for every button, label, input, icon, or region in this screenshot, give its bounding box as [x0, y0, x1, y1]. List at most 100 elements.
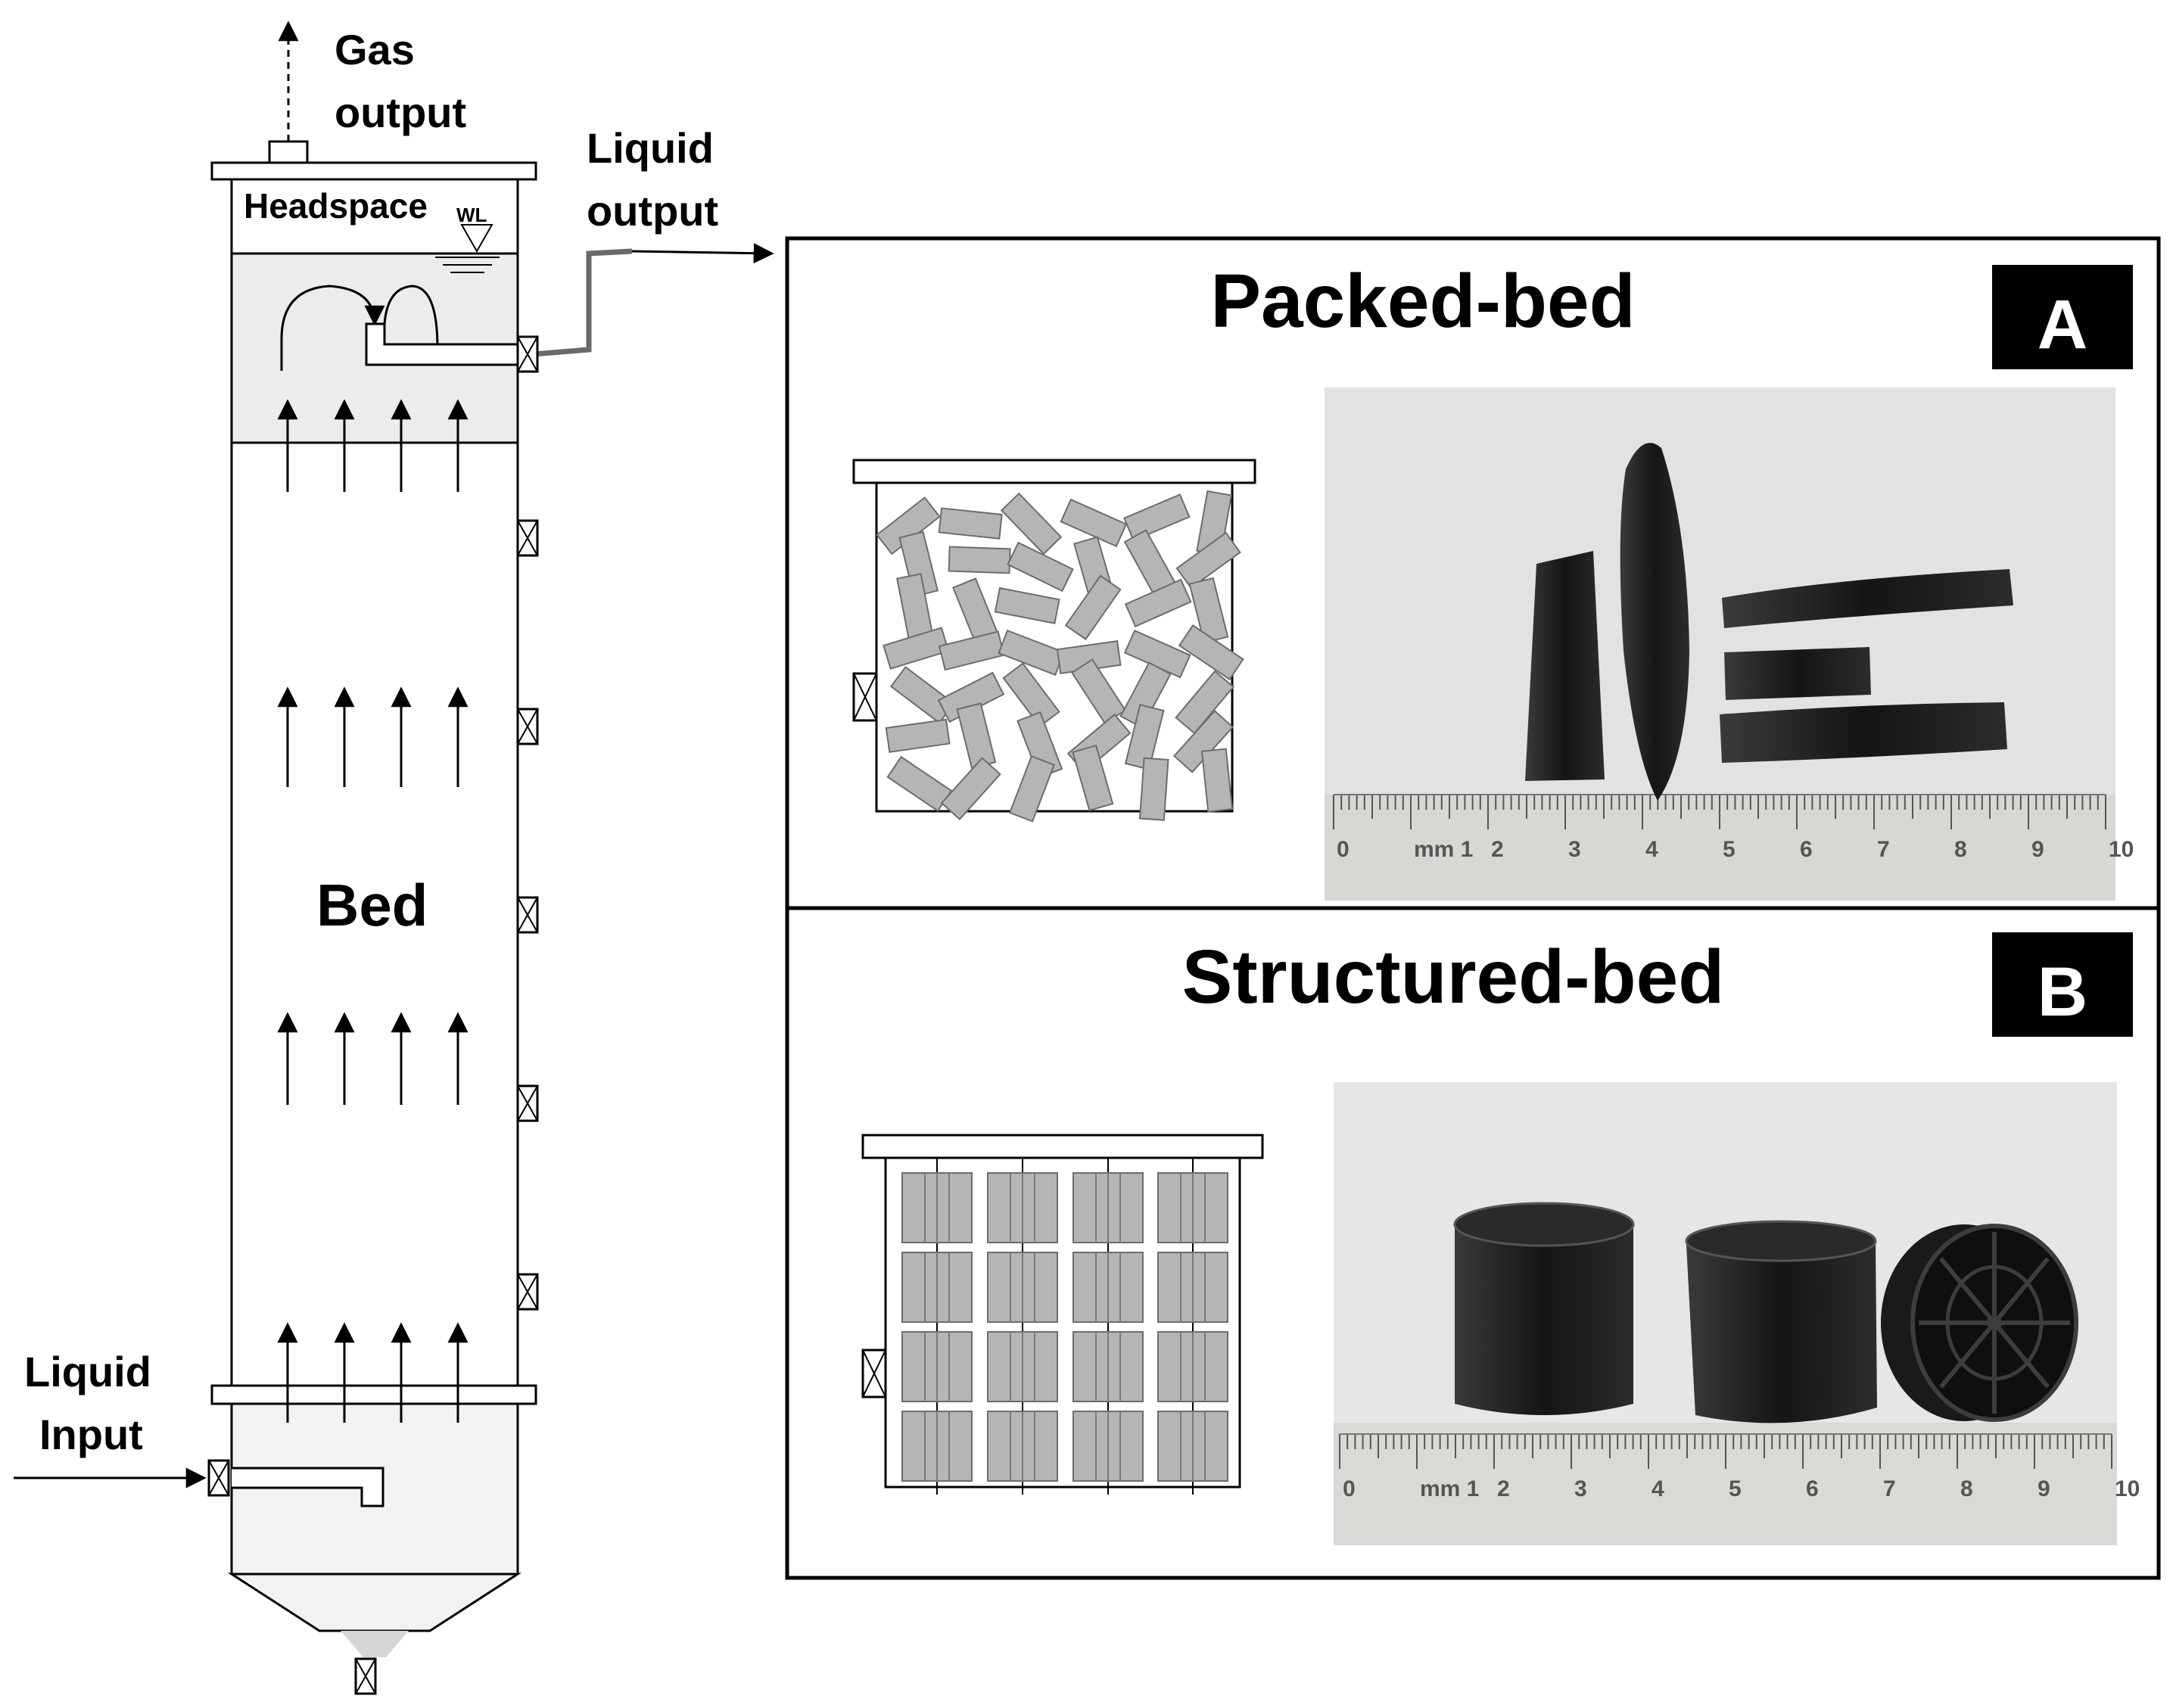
carrier-spokes — [1919, 1232, 2070, 1414]
ruler-label: 5 — [1723, 837, 1736, 862]
packing-piece — [1119, 661, 1172, 729]
liquid-input-label-1: Liquid — [24, 1348, 151, 1395]
ruler-label: 0 — [1343, 1476, 1356, 1501]
liquid-output-pipe — [533, 248, 633, 357]
packing-piece — [1008, 754, 1056, 823]
carrier-rim — [1685, 1220, 1877, 1262]
packing-piece — [1124, 578, 1192, 628]
ruler-label: 0 — [1337, 837, 1350, 862]
ruler-label: 5 — [1729, 1476, 1742, 1501]
packed-bed-photo — [1325, 387, 2115, 901]
packing-piece — [1175, 531, 1241, 590]
inlet-pipe — [232, 1467, 384, 1507]
ruler-label: 9 — [2038, 1476, 2050, 1501]
packing-piece — [885, 718, 951, 753]
structured-lid — [861, 1134, 1264, 1159]
packing-piece — [883, 627, 950, 670]
water-level-symbol — [460, 224, 493, 254]
packing-piece — [1178, 624, 1244, 681]
panel-b-title: Structured-bed — [1182, 935, 1725, 1019]
gas-output-label-1: Gas — [335, 26, 415, 73]
recirculation-curve — [383, 285, 439, 349]
packing-piece — [1007, 541, 1074, 593]
liquid-output-arrow — [631, 243, 774, 264]
ruler-label: 6 — [1800, 837, 1813, 862]
packing-piece — [998, 629, 1066, 677]
ruler-label: 8 — [1954, 837, 1967, 862]
packing-piece — [1124, 704, 1165, 770]
packing-piece — [1122, 493, 1191, 542]
packing-piece — [1070, 658, 1127, 725]
ruler-label: 10 — [2115, 1476, 2140, 1501]
panel-a-badge — [1992, 265, 2133, 369]
packing-piece — [938, 507, 1003, 540]
bottom-flange — [210, 1384, 537, 1405]
packed-lid — [852, 459, 1256, 484]
liquid-input-label-2: Input — [39, 1411, 143, 1458]
gas-output-label-2: output — [335, 89, 466, 136]
packing-piece — [956, 702, 997, 770]
valve — [516, 708, 539, 745]
bed-label: Bed — [316, 872, 428, 938]
valve-cross — [853, 673, 877, 721]
packing-piece — [1000, 492, 1063, 555]
carrier-cylinder — [1455, 1224, 1633, 1415]
carrier-rim — [1453, 1202, 1635, 1247]
ruler-label: 3 — [1568, 837, 1581, 862]
ruler-label: 2 — [1497, 1476, 1510, 1501]
packing-piece — [948, 546, 1011, 574]
valve — [207, 1459, 230, 1497]
packing-piece — [940, 757, 1001, 820]
panel-b-badge — [1992, 932, 2133, 1037]
packing-piece — [1175, 670, 1234, 735]
valve — [516, 519, 539, 557]
packed-bed-schematic — [852, 459, 1256, 823]
ruler-label: 4 — [1652, 1476, 1664, 1501]
packing-piece — [1064, 574, 1122, 641]
packing-piece — [1200, 748, 1234, 813]
material-strip — [1722, 569, 2013, 628]
packing-piece — [1060, 498, 1128, 548]
ruler-label: 10 — [2109, 837, 2134, 862]
valve — [354, 1657, 377, 1695]
ruler-label: 7 — [1883, 1476, 1896, 1501]
liquid-output-label-2: output — [587, 187, 718, 235]
ruler-label: 9 — [2031, 837, 2044, 862]
packing-piece — [1002, 662, 1060, 728]
ruler-label: 6 — [1806, 1476, 1819, 1501]
material-strip — [1724, 647, 1871, 700]
bottom-cone — [227, 1573, 522, 1632]
ruler-label: 8 — [1960, 1476, 1973, 1501]
water-level-label: WL — [456, 204, 487, 226]
structured-bed-photo — [1334, 1082, 2117, 1545]
packing-piece — [1138, 757, 1169, 821]
packing-piece — [1072, 744, 1114, 812]
valve — [516, 335, 539, 373]
ruler-a-ticks — [1333, 794, 2106, 829]
ruler-label: 7 — [1877, 837, 1890, 862]
ruler-label: mm 1 — [1414, 837, 1473, 862]
liquid-output-label-1: Liquid — [587, 124, 714, 172]
structured-container — [884, 1158, 1241, 1489]
valve — [516, 1084, 539, 1122]
ruler-b-ticks — [1339, 1433, 2112, 1469]
headspace-label: Headspace — [244, 186, 428, 226]
valve — [516, 896, 539, 934]
carrier-cylinder — [1686, 1241, 1877, 1423]
packing-piece — [1188, 577, 1229, 644]
flow-arrows — [277, 399, 469, 1423]
top-lid — [210, 161, 537, 181]
valve — [516, 1273, 539, 1311]
packed-container — [875, 483, 1234, 813]
ruler-label: 4 — [1645, 837, 1658, 862]
packing-piece — [898, 530, 939, 598]
panel-b-badge-text: B — [2038, 954, 2087, 1031]
packing-piece — [938, 630, 1005, 671]
structured-bed-schematic — [861, 1134, 1264, 1495]
recirculation-curve — [280, 285, 385, 371]
material-twisted-strip — [1620, 443, 1689, 801]
panel-a-badge-text: A — [2038, 286, 2087, 363]
